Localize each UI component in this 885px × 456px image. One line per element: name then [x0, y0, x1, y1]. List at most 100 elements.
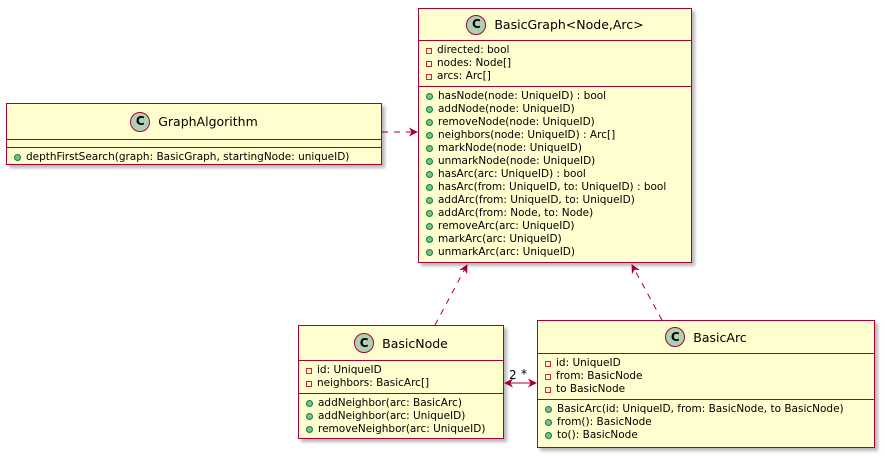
method-row: removeNeighbor(arc: UniqueID)	[306, 423, 503, 436]
method-row: addArc(from: UniqueID, to: UniqueID)	[426, 194, 691, 207]
fields-section: id: UniqueID from: BasicNode to BasicNod…	[538, 354, 874, 400]
method-row: addNode(node: UniqueID)	[426, 103, 691, 116]
graph-algorithm-class[interactable]: C GraphAlgorithm depthFirstSearch(graph:…	[6, 103, 382, 165]
field-row: arcs: Arc[]	[426, 70, 691, 83]
method-row: addNeighbor(arc: UniqueID)	[306, 410, 503, 423]
public-icon	[306, 400, 313, 407]
field-row: id: UniqueID	[306, 364, 503, 377]
dependency-basicnode-to-basicgraph	[434, 264, 468, 326]
private-icon	[426, 60, 432, 67]
class-name: BasicArc	[693, 329, 747, 345]
method-text: hasNode(node: UniqueID) : bool	[438, 90, 607, 102]
dependency-basicarc-to-basicgraph	[631, 264, 663, 321]
public-icon	[426, 236, 433, 243]
multiplicity-arc-end: *	[521, 367, 527, 381]
fields-section: directed: bool nodes: Node[] arcs: Arc[]	[419, 41, 691, 87]
public-icon	[426, 132, 433, 139]
public-icon	[426, 184, 433, 191]
methods-section: addNeighbor(arc: BasicArc) addNeighbor(a…	[299, 394, 503, 439]
class-icon: C	[665, 327, 686, 347]
field-row: to BasicNode	[545, 383, 874, 396]
public-icon	[306, 413, 313, 420]
class-name: GraphAlgorithm	[158, 114, 258, 129]
field-text: from: BasicNode	[556, 370, 643, 382]
method-row: markArc(arc: UniqueID)	[426, 233, 691, 246]
class-header: C BasicNode	[299, 326, 503, 361]
field-text: nodes: Node[]	[437, 57, 512, 69]
method-text: addNode(node: UniqueID)	[438, 103, 575, 115]
private-icon	[426, 73, 432, 80]
public-icon	[426, 93, 433, 100]
method-text: removeNeighbor(arc: UniqueID)	[318, 423, 486, 435]
class-icon: C	[354, 333, 375, 353]
method-row: addArc(from: Node, to: Node)	[426, 207, 691, 220]
method-row: neighbors(node: UniqueID) : Arc[]	[426, 129, 691, 142]
public-icon	[14, 154, 21, 161]
public-icon	[545, 419, 552, 426]
field-text: id: UniqueID	[556, 357, 621, 369]
field-row: directed: bool	[426, 44, 691, 57]
methods-section: hasNode(node: UniqueID) : bool addNode(n…	[419, 87, 691, 262]
field-text: directed: bool	[437, 44, 510, 56]
method-text: markNode(node: UniqueID)	[438, 142, 582, 154]
private-icon	[545, 373, 551, 380]
public-icon	[426, 106, 433, 113]
public-icon	[426, 210, 433, 217]
method-row: to(): BasicNode	[545, 429, 874, 442]
method-text: removeArc(arc: UniqueID)	[438, 220, 575, 232]
method-row: from(): BasicNode	[545, 416, 874, 429]
method-text: addNeighbor(arc: UniqueID)	[318, 410, 466, 422]
field-row: neighbors: BasicArc[]	[306, 377, 503, 390]
method-text: removeNode(node: UniqueID)	[438, 116, 595, 128]
method-text: hasArc(from: UniqueID, to: UniqueID) : b…	[438, 181, 667, 193]
public-icon	[426, 171, 433, 178]
private-icon	[306, 367, 312, 374]
multiplicity-node-end: 2	[509, 368, 517, 382]
public-icon	[426, 145, 433, 152]
method-text: depthFirstSearch(graph: BasicGraph, star…	[26, 151, 350, 163]
method-row: hasNode(node: UniqueID) : bool	[426, 90, 691, 103]
class-header: C GraphAlgorithm	[7, 104, 381, 140]
class-icon: C	[130, 111, 151, 132]
methods-section: BasicArc(id: UniqueID, from: BasicNode, …	[538, 400, 874, 445]
public-icon	[545, 432, 552, 439]
fields-section: id: UniqueID neighbors: BasicArc[]	[299, 361, 503, 394]
method-row: hasArc(arc: UniqueID) : bool	[426, 168, 691, 181]
class-name: BasicNode	[382, 335, 448, 351]
method-text: from(): BasicNode	[557, 416, 652, 428]
method-text: hasArc(arc: UniqueID) : bool	[438, 168, 586, 180]
fields-section	[7, 140, 381, 148]
method-row: removeArc(arc: UniqueID)	[426, 220, 691, 233]
method-row: markNode(node: UniqueID)	[426, 142, 691, 155]
method-row: hasArc(from: UniqueID, to: UniqueID) : b…	[426, 181, 691, 194]
method-text: addArc(from: UniqueID, to: UniqueID)	[438, 194, 635, 206]
field-row: id: UniqueID	[545, 357, 874, 370]
method-text: unmarkArc(arc: UniqueID)	[438, 246, 575, 258]
field-text: id: UniqueID	[317, 364, 382, 376]
basic-graph-class[interactable]: C BasicGraph<Node,Arc> directed: bool no…	[418, 8, 692, 263]
private-icon	[306, 380, 312, 387]
field-text: arcs: Arc[]	[437, 70, 491, 82]
field-text: to BasicNode	[556, 383, 626, 395]
method-text: markArc(arc: UniqueID)	[438, 233, 562, 245]
field-text: neighbors: BasicArc[]	[317, 377, 430, 389]
field-row: from: BasicNode	[545, 370, 874, 383]
class-name: BasicGraph<Node,Arc>	[494, 17, 644, 32]
methods-section: depthFirstSearch(graph: BasicGraph, star…	[7, 148, 381, 167]
public-icon	[545, 406, 552, 413]
method-text: to(): BasicNode	[557, 429, 638, 441]
method-row: unmarkArc(arc: UniqueID)	[426, 246, 691, 259]
public-icon	[426, 197, 433, 204]
class-header: C BasicGraph<Node,Arc>	[419, 9, 691, 41]
private-icon	[545, 386, 551, 393]
public-icon	[426, 249, 433, 256]
basic-node-class[interactable]: C BasicNode id: UniqueID neighbors: Basi…	[298, 325, 504, 439]
basic-arc-class[interactable]: C BasicArc id: UniqueID from: BasicNode …	[537, 320, 875, 448]
private-icon	[426, 47, 432, 54]
public-icon	[426, 119, 433, 126]
private-icon	[545, 360, 551, 367]
public-icon	[426, 158, 433, 165]
method-row: addNeighbor(arc: BasicArc)	[306, 397, 503, 410]
method-text: BasicArc(id: UniqueID, from: BasicNode, …	[557, 403, 844, 415]
